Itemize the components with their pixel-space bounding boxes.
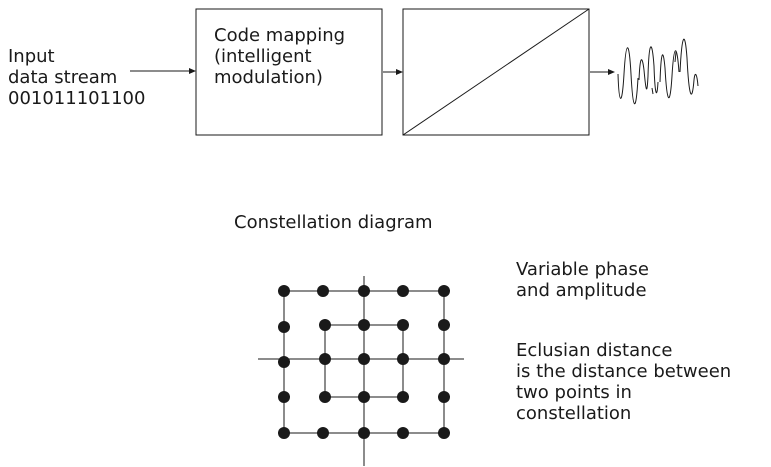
input-bitstream: 001011101100 xyxy=(8,88,146,109)
point-r5-c5 xyxy=(438,427,450,439)
point-r3-c5 xyxy=(438,353,450,365)
point-r1-c5 xyxy=(438,285,450,297)
code-mapping-block xyxy=(195,8,383,136)
point-r4-c1 xyxy=(278,391,290,403)
input-label-line-1: Input xyxy=(8,46,55,67)
point-r3-c4 xyxy=(397,353,409,365)
point-r2-c5 xyxy=(438,319,450,331)
point-r3-c2 xyxy=(319,353,331,365)
point-r4-c4 xyxy=(397,391,409,403)
constellation-title-text: Constellation diagram xyxy=(234,212,433,233)
constellation-title: Constellation diagram xyxy=(234,212,433,233)
code-mapping-line-1: Code mapping xyxy=(214,25,346,46)
distance-note-line-4: constellation xyxy=(516,403,632,424)
point-r3-c3 xyxy=(358,353,370,365)
input-data-stream-label: Input data stream 001011101100 xyxy=(8,46,145,109)
constellation-points xyxy=(278,285,450,439)
code-mapping-line-3: modulation) xyxy=(214,67,323,88)
output-arrowhead xyxy=(608,69,615,75)
point-r5-c1 xyxy=(278,427,290,439)
point-r1-c4 xyxy=(397,285,409,297)
point-r1-c1 xyxy=(278,285,290,297)
distance-note-line-3: two points in xyxy=(516,382,632,403)
output-waveform xyxy=(617,38,699,105)
point-r2-c2 xyxy=(319,319,331,331)
point-r1-c3 xyxy=(358,285,370,297)
point-r2-c1 xyxy=(278,321,290,333)
point-r3-c1 xyxy=(278,356,290,368)
phase-note-line-1: Variable phase xyxy=(516,259,649,280)
point-r5-c2 xyxy=(317,427,329,439)
code-mapping-label: Code mapping (intelligent modulation) xyxy=(214,25,345,88)
point-r2-c4 xyxy=(397,319,409,331)
point-r5-c4 xyxy=(397,427,409,439)
input-label-line-2: data stream xyxy=(8,67,118,88)
distance-note-line-1: Eclusian distance xyxy=(516,340,673,361)
euclidean-distance-note: Eclusian distance is the distance betwee… xyxy=(516,340,731,424)
code-mapping-line-2: (intelligent xyxy=(214,46,312,67)
point-r4-c5 xyxy=(438,391,450,403)
distance-note-line-2: is the distance between xyxy=(516,361,732,382)
mapping-to-converter-arrowhead xyxy=(396,69,403,75)
converter-diagonal xyxy=(402,8,590,136)
point-r4-c3 xyxy=(358,391,370,403)
phase-note-line-2: and amplitude xyxy=(516,280,647,301)
converter-block xyxy=(402,8,590,136)
point-r4-c2 xyxy=(319,391,331,403)
point-r1-c2 xyxy=(317,285,329,297)
point-r2-c3 xyxy=(358,319,370,331)
point-r5-c3 xyxy=(358,427,370,439)
phase-amplitude-note: Variable phase and amplitude xyxy=(516,259,649,301)
input-arrowhead xyxy=(189,68,196,74)
